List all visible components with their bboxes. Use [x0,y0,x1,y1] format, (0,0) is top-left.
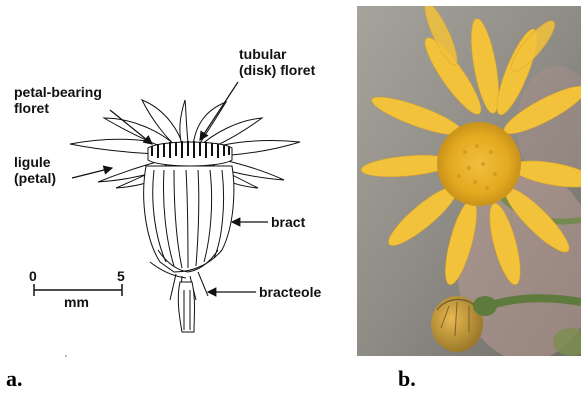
label-tubular-line1: tubular [239,46,286,62]
label-petal-bearing-line1: petal-bearing [14,84,102,100]
label-petal-bearing-line2: floret [14,100,49,116]
scale-end-label: 5 [117,268,125,284]
label-bracteole: bracteole [259,284,321,300]
label-bract: bract [271,214,305,230]
panel-b-letter: b. [398,366,416,392]
label-tubular-line2: (disk) floret [239,62,315,78]
label-ligule-line1: ligule [14,154,51,170]
photo-disc [437,122,521,206]
involucre-bracts [144,166,234,278]
stray-dot [65,355,67,357]
scale-start-label: 0 [29,268,37,284]
ligule-leader [72,168,112,178]
disc-florets [148,141,232,166]
stem-and-bracteoles [170,272,208,332]
label-ligule-line2: (petal) [14,170,56,186]
panel-a-letter: a. [6,366,23,392]
flower-photo [357,6,581,356]
scale-unit-label: mm [64,294,89,310]
